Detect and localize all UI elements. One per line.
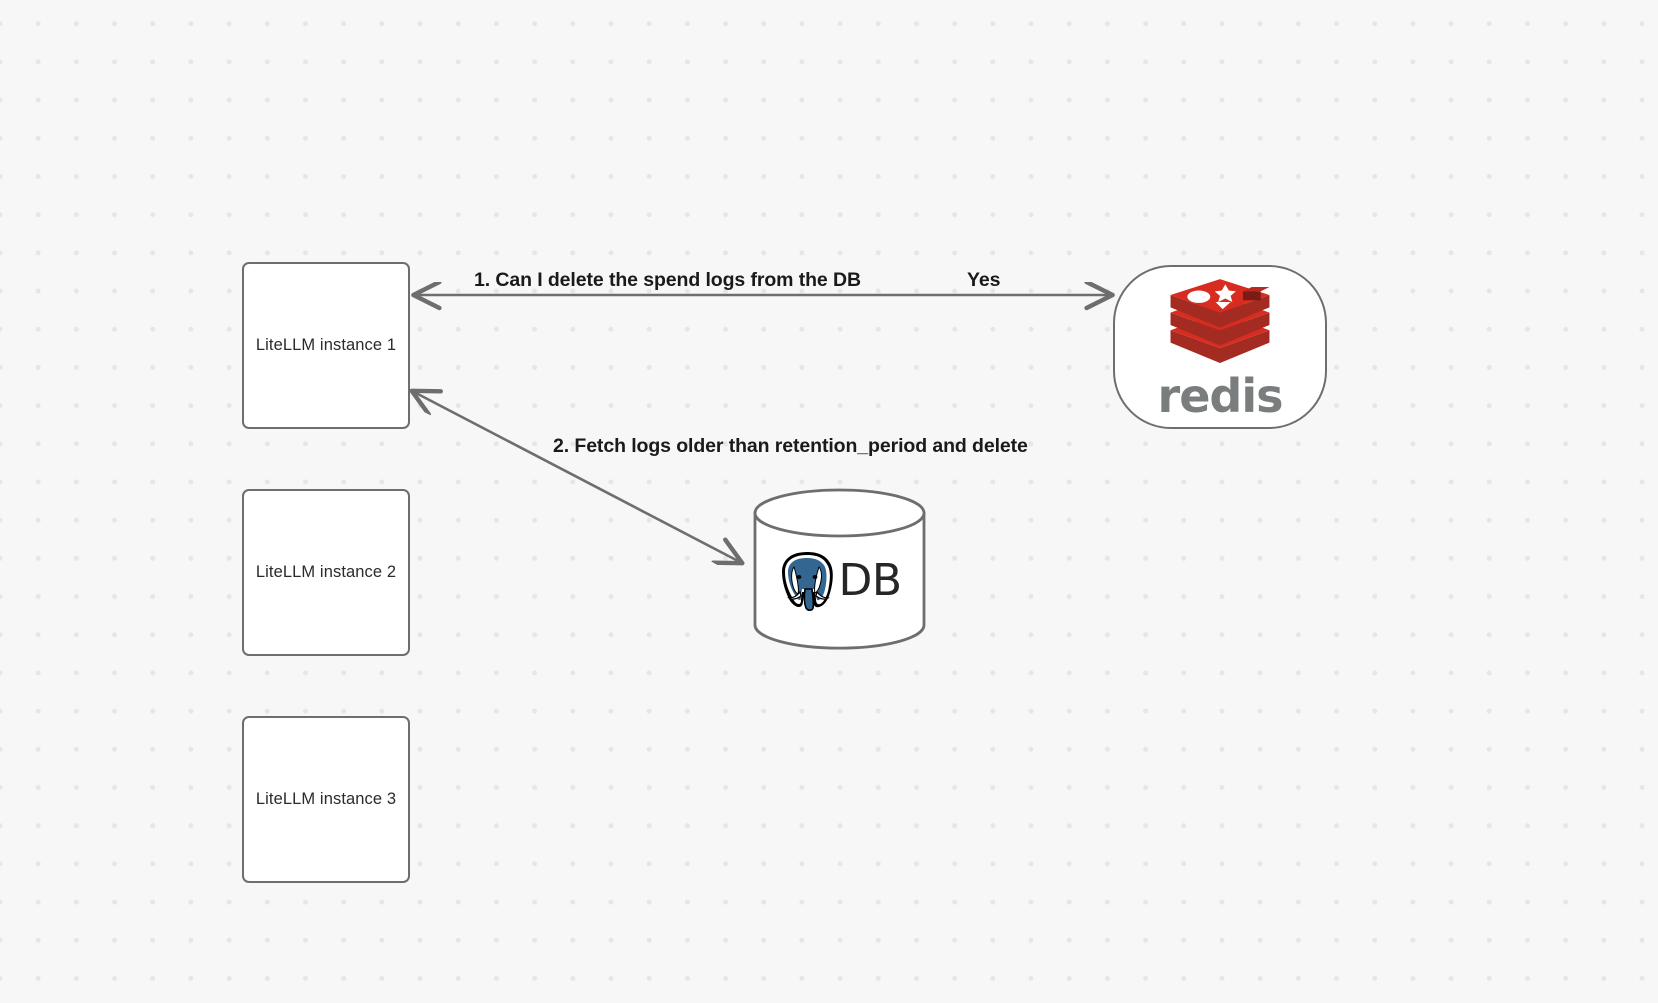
redis-stack-icon [1170,279,1270,363]
redis-wordmark: redis [1157,369,1284,423]
cylinder-shape [753,488,926,650]
node-litellm-instance-2[interactable]: LiteLLM instance 2 [242,489,410,656]
redis-logo-icon: redis [1158,279,1283,419]
node-litellm-instance-3-label: LiteLLM instance 3 [255,790,397,808]
edge-label-2: 2. Fetch logs older than retention_perio… [553,435,1028,457]
postgresql-elephant-icon [782,552,834,612]
edge-litellm1-db [414,392,740,562]
node-litellm-instance-1-label: LiteLLM instance 1 [255,336,397,354]
node-litellm-instance-2-label: LiteLLM instance 2 [255,563,397,581]
node-database[interactable]: DB [752,488,927,650]
edge-label-1-reply: Yes [967,269,1001,291]
database-label: DB [838,555,902,606]
database-label-group: DB [752,546,927,616]
node-redis[interactable]: redis [1113,265,1327,429]
node-litellm-instance-3[interactable]: LiteLLM instance 3 [242,716,410,883]
edge-label-1: 1. Can I delete the spend logs from the … [474,269,861,291]
node-litellm-instance-1[interactable]: LiteLLM instance 1 [242,262,410,429]
